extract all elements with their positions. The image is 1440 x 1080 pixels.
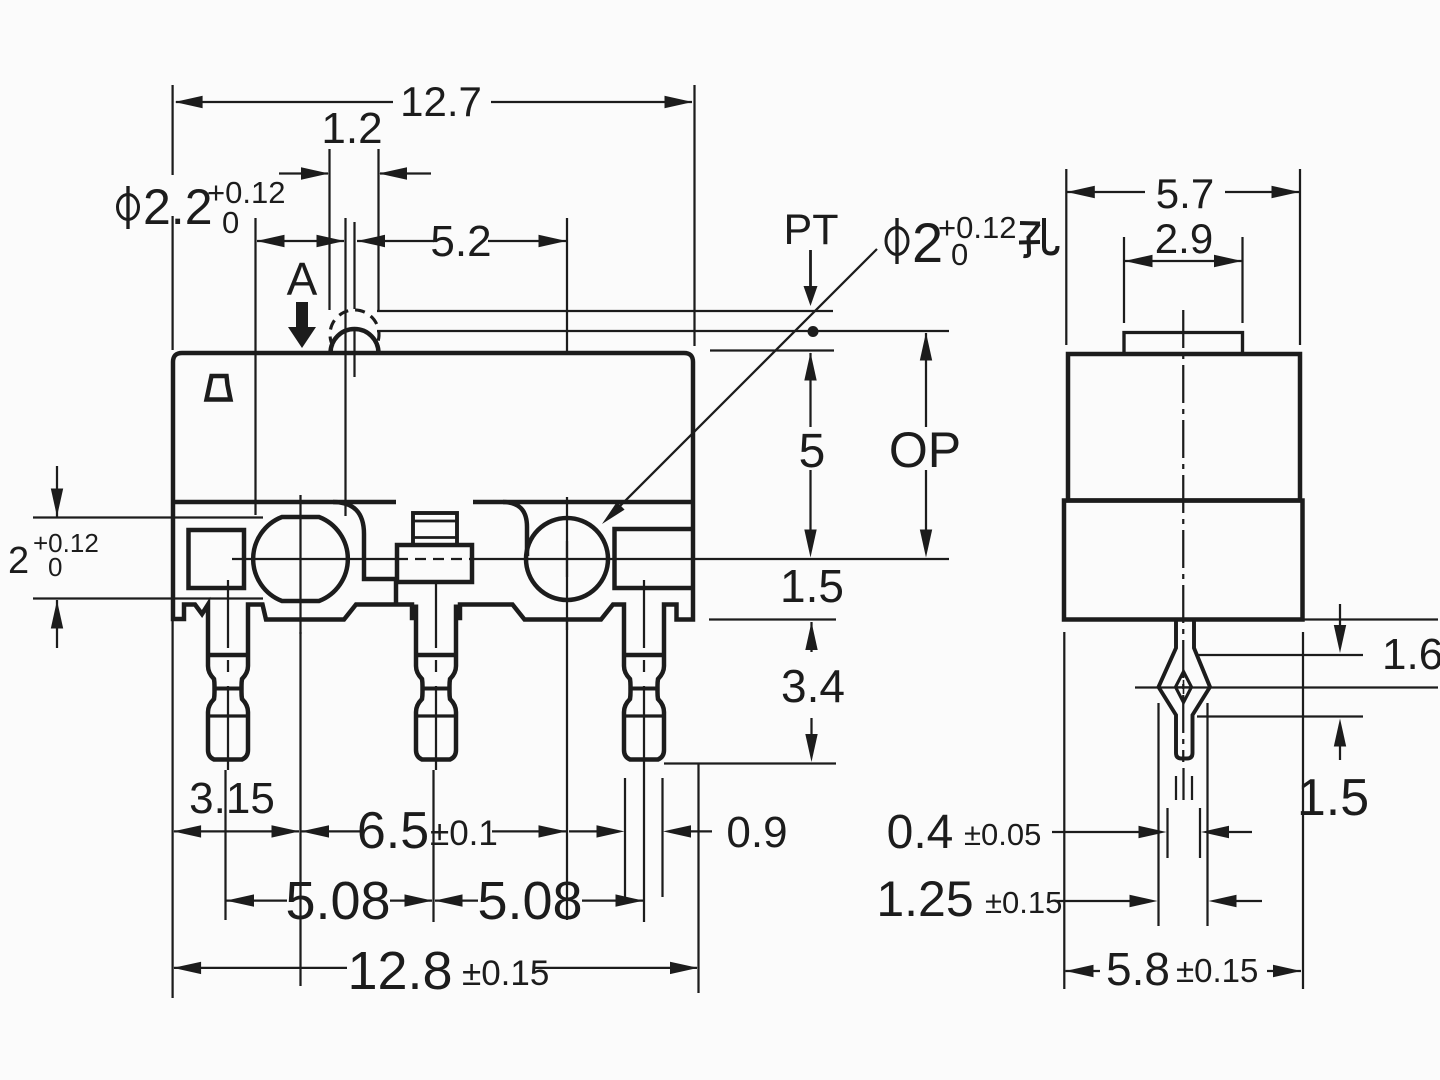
svg-text:0.9: 0.9 [726,808,787,857]
svg-text:+0.12: +0.12 [33,528,99,558]
svg-text:2.2: 2.2 [143,179,213,235]
svg-text:1.5: 1.5 [1297,769,1369,827]
svg-text:±0.15: ±0.15 [985,885,1062,920]
svg-text:1.2: 1.2 [321,104,382,153]
svg-text:OP: OP [889,422,961,478]
svg-text:0: 0 [48,552,62,582]
svg-text:±0.15: ±0.15 [1176,952,1258,989]
svg-text:1.6: 1.6 [1382,630,1440,679]
svg-text:5.08: 5.08 [285,871,390,931]
svg-text:5.7: 5.7 [1156,170,1214,217]
svg-text:5.08: 5.08 [477,871,582,931]
svg-text:0.4: 0.4 [887,806,954,859]
svg-text:5: 5 [799,425,826,478]
svg-text:5.8: 5.8 [1106,943,1170,995]
svg-text:1.25: 1.25 [876,871,973,927]
svg-text:2.9: 2.9 [1155,215,1213,262]
svg-text:1.5: 1.5 [780,560,844,612]
svg-text:+0.12: +0.12 [207,175,285,210]
svg-text:3.4: 3.4 [781,660,845,712]
svg-text:12.7: 12.7 [400,78,482,125]
svg-text:A: A [287,253,318,305]
svg-text:±0.1: ±0.1 [430,814,498,853]
svg-text:2: 2 [912,211,943,274]
svg-text:5.2: 5.2 [430,217,491,266]
svg-text:12.8: 12.8 [347,941,452,1001]
svg-text:PT: PT [784,206,839,254]
svg-text:2: 2 [8,540,29,582]
svg-text:0: 0 [222,205,239,240]
svg-text:0: 0 [951,237,968,272]
svg-text:±0.15: ±0.15 [462,954,549,993]
svg-text:+0.12: +0.12 [938,210,1016,245]
svg-text:6.5: 6.5 [357,802,429,860]
svg-text:±0.05: ±0.05 [964,817,1041,852]
svg-text:3.15: 3.15 [189,774,275,823]
